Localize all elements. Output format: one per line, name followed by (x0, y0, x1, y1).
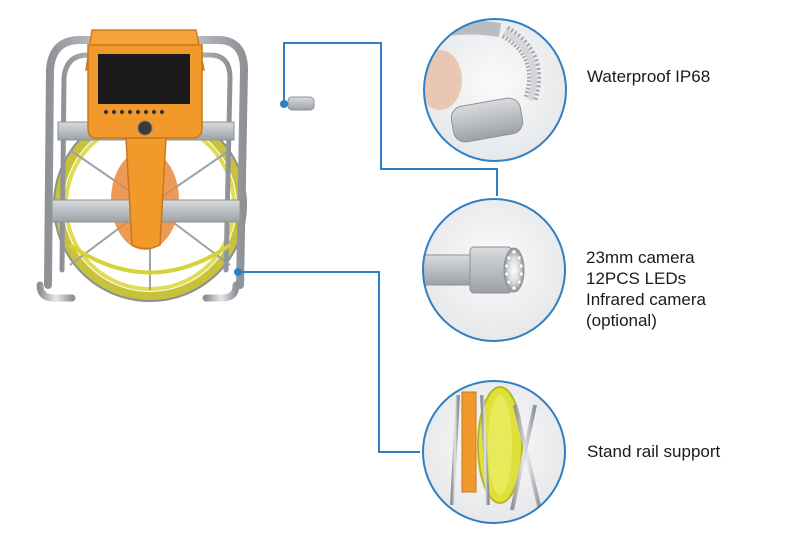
feature-line: 12PCS LEDs (586, 269, 687, 288)
feature-line: Waterproof IP68 (587, 67, 711, 86)
feature-line: Stand rail support (587, 442, 721, 461)
monitor-buttons (104, 110, 164, 114)
detail-circle-camera (422, 198, 566, 342)
cable (68, 243, 232, 275)
control-knob (137, 120, 153, 136)
monitor-handle (125, 137, 167, 250)
camera-lens-icon (503, 247, 525, 293)
feature-label-waterproof: Waterproof IP68 (587, 66, 710, 87)
connector-lines (238, 42, 498, 453)
connector-dot-frame (234, 268, 242, 276)
feature-label-camera: 23mm camera 12PCS LEDs Infrared camera (… (586, 247, 706, 331)
main-product-image (36, 29, 315, 302)
monitor-screen (98, 54, 190, 104)
feature-label-stand: Stand rail support (587, 441, 720, 462)
detail-circle-waterproof (423, 18, 567, 162)
connector-dot-crank (280, 100, 288, 108)
reel-crank-handle (240, 96, 315, 111)
feature-line: (optional) (586, 311, 657, 330)
feature-line: Infrared camera (586, 290, 706, 309)
detail-circle-stand (422, 380, 566, 524)
feature-line: 23mm camera (586, 248, 695, 267)
